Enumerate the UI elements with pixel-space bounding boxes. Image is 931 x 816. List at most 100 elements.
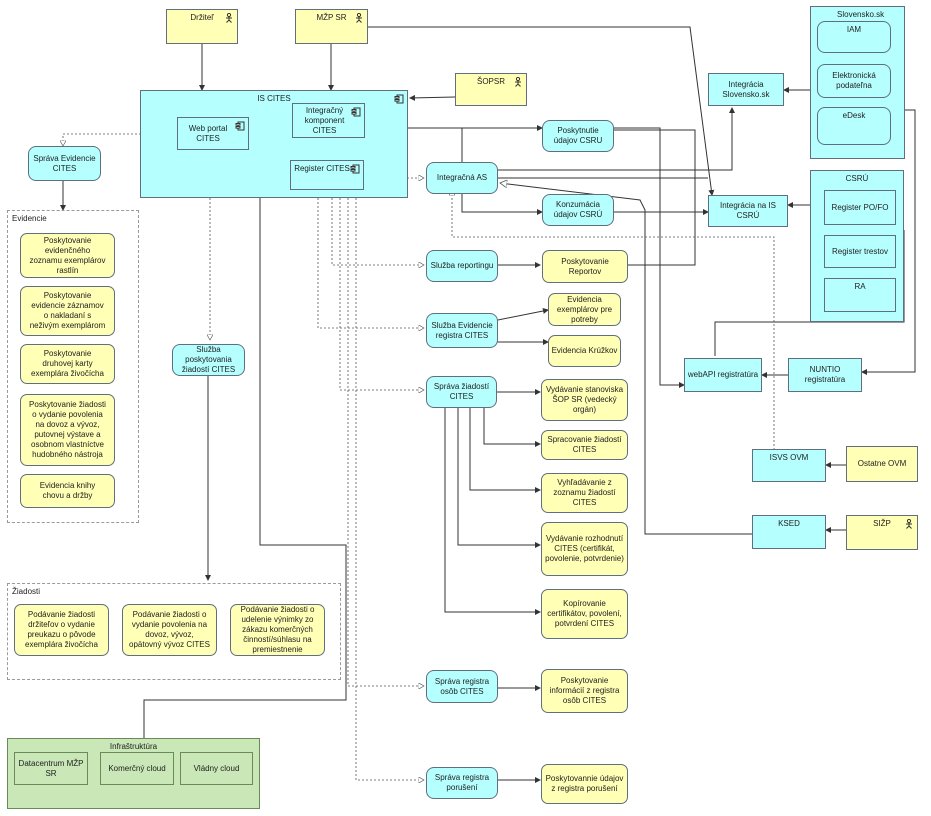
evidencie-item[interactable]: Poskytovanie evidenčného zoznamu exemplá…: [20, 233, 115, 278]
integracia-slovensko[interactable]: Integrácia Slovensko.sk: [708, 73, 784, 106]
evidencie-item-label: Poskytovanie druhovej karty exemplára ži…: [31, 349, 104, 378]
dwire-web-sprava: [63, 133, 177, 146]
ziadosti-item[interactable]: Podávanie žiadosti o udelenie výnimky zo…: [230, 604, 325, 656]
wire-slov-nuntio: [861, 109, 916, 375]
component-icon: [394, 94, 404, 104]
evidencia-kruzkov[interactable]: Evidencia Krúžkov: [548, 335, 621, 367]
integracia-csru-label: Integrácia na IS CSRÚ: [719, 201, 777, 220]
register-cites[interactable]: Register CITES: [290, 160, 364, 190]
sprava-ziadosti-cites[interactable]: Správa žiadostí CITES: [426, 376, 497, 408]
wire-csru-webapi: [714, 230, 905, 356]
ra-label: RA: [854, 282, 866, 291]
evidencia-kruzkov-label: Evidencia Krúžkov: [551, 346, 618, 355]
spracovanie-ziadosti-label: Spracovanie žiadostí CITES: [547, 435, 622, 454]
slovensko-title: Slovensko.sk: [837, 10, 885, 19]
podatelna-label: Elektronická podateľna: [832, 71, 876, 90]
component-icon: [350, 164, 360, 174]
webapi-registratura[interactable]: webAPI registratúra: [684, 358, 762, 392]
evidencie-item[interactable]: Poskytovanie žiadosti o vydanie povoleni…: [20, 394, 115, 466]
kopirovanie-label: Kopírovanie certifikátov, povolení, potv…: [547, 599, 622, 628]
slovensko-edesk[interactable]: eDesk: [817, 107, 891, 145]
infra-item-label: Datacentrum MŽP SR: [18, 758, 84, 778]
dwire-reg-ro: [347, 190, 424, 686]
sprava-registra-poruseni[interactable]: Správa registra porušení: [426, 767, 498, 799]
actor-sizp[interactable]: SIŽP: [846, 515, 918, 550]
actor-sopsr-label: ŠOPSR: [476, 77, 505, 86]
web-portal-cites[interactable]: Web portal CITES: [177, 117, 249, 150]
wire-infra: [143, 198, 347, 738]
wire-int-slovensko: [498, 107, 735, 171]
isvs-ovm[interactable]: ISVS OVM: [752, 449, 826, 482]
ksed[interactable]: KSED: [752, 515, 826, 549]
register-po-fo-label: Register PO/FO: [831, 202, 889, 212]
wire-ev-reg-1: [487, 308, 549, 323]
poskytovanie-udajov-poruseni[interactable]: Poskytovannie údajov z registra porušení: [541, 764, 628, 804]
sprava-evidencie-label: Správa Evidencie CITES: [33, 153, 96, 173]
vyhladavanie-ziadosti[interactable]: Vyhľadávanie z zoznamu žiadostí CITES: [541, 473, 628, 513]
evidencie-item-label: Poskytovanie evidencie záznamov o naklad…: [29, 291, 106, 330]
actor-icon: [904, 519, 914, 529]
evidencie-item[interactable]: Poskytovanie druhovej karty exemplára ži…: [20, 344, 115, 384]
dwire-reg-reporting: [331, 190, 424, 265]
wire-sz-4: [457, 400, 541, 548]
poskytnutie-udajov-csru[interactable]: Poskytnutie údajov CSRU: [542, 120, 614, 152]
slovensko-iam[interactable]: IAM: [817, 21, 891, 53]
infra-item[interactable]: Komerčný cloud: [100, 752, 174, 785]
vydavanie-rozhodnuti-label: Vydávanie rozhodnutí CITES (certifikát, …: [545, 534, 624, 563]
vydavanie-stanoviska-label: Vydávanie stanoviska ŠOP SR (vedecký org…: [545, 385, 624, 414]
vydavanie-rozhodnuti[interactable]: Vydávanie rozhodnutí CITES (certifikát, …: [541, 522, 628, 576]
konzumacia-label: Konzumácia údajov CSRÚ: [553, 200, 603, 219]
sprava-ziadosti-label: Správa žiadostí CITES: [433, 382, 490, 401]
ziadosti-item[interactable]: Podávanie žiadosti o vydanie povolenia n…: [122, 604, 217, 656]
component-icon: [235, 121, 245, 131]
kopirovanie-certifikatov[interactable]: Kopírovanie certifikátov, povolení, potv…: [541, 589, 628, 639]
nuntio-registratura[interactable]: NUNTIO registratúra: [788, 358, 862, 392]
slovensko-podatelna[interactable]: Elektronická podateľna: [817, 64, 891, 98]
wire-sz-5: [444, 400, 541, 615]
webapi-label: webAPI registratúra: [687, 370, 759, 379]
actor-sopsr[interactable]: ŠOPSR: [455, 73, 527, 106]
sluzba-reportingu[interactable]: Služba reportingu: [426, 250, 498, 282]
register-po-fo[interactable]: Register PO/FO: [824, 190, 896, 225]
ziadosti-item[interactable]: Podávanie žiadosti držiteľov o vydanie p…: [14, 604, 109, 656]
actor-mzp[interactable]: MŽP SR: [295, 9, 368, 44]
evidencia-exemplarov[interactable]: Evidencia exemplárov pre potreby: [548, 293, 621, 326]
integracia-is-csru[interactable]: Integrácia na IS CSRÚ: [708, 195, 788, 227]
actor-mzp-label: MŽP SR: [316, 13, 347, 22]
infra-item-label: Vládny cloud: [193, 763, 240, 773]
nuntio-label: NUNTIO registratúra: [804, 365, 846, 384]
wire-as-poskytnutie: [461, 125, 543, 162]
integracny-komponent[interactable]: Integračný komponent CITES: [292, 103, 365, 138]
konzumacia-udajov-csru[interactable]: Konzumácia údajov CSRÚ: [542, 194, 614, 226]
poskytovanie-informacii-osob[interactable]: Poskytovanie informácií z registra osôb …: [541, 669, 628, 713]
ziadosti-item-label: Podávanie žiadosti držiteľov o vydanie p…: [25, 610, 98, 649]
integracny-label: Integračný komponent CITES: [304, 105, 345, 135]
sprava-registra-osob[interactable]: Správa registra osôb CITES: [426, 670, 498, 703]
spracovanie-ziadosti[interactable]: Spracovanie žiadostí CITES: [541, 430, 628, 460]
poskytovanie-reportov[interactable]: Poskytovanie Reportov: [542, 250, 628, 283]
sprava-registra-poruseni-label: Správa registra porušení: [434, 773, 490, 792]
register-trestov[interactable]: Register trestov: [824, 235, 896, 268]
sprava-evidencie-cites[interactable]: Správa Evidencie CITES: [28, 146, 101, 181]
actor-drzitel[interactable]: Držiteľ: [166, 9, 238, 44]
vydavanie-stanoviska[interactable]: Vydávanie stanoviska ŠOP SR (vedecký org…: [541, 379, 628, 421]
dwire-reg-evreg: [317, 190, 424, 328]
wire-sz-3: [469, 400, 541, 493]
integracna-as[interactable]: Integračná AS: [426, 162, 498, 194]
wire-mzp-right: [368, 26, 715, 196]
evidencia-exemplarov-label: Evidencia exemplárov pre potreby: [556, 294, 613, 324]
register-trestov-label: Register trestov: [831, 246, 889, 256]
infra-item[interactable]: Datacentrum MŽP SR: [14, 752, 88, 785]
evidencie-item[interactable]: Poskytovanie evidencie záznamov o naklad…: [20, 286, 115, 336]
register-ra[interactable]: RA: [824, 278, 896, 312]
evidencie-item[interactable]: Evidencia knihy chovu a držby: [20, 474, 115, 508]
sluzba-reportingu-label: Služba reportingu: [430, 261, 494, 270]
sluzba-poskytovania-ziadosti[interactable]: Služba poskytovania žiadostí CITES: [172, 344, 245, 376]
evidencie-item-label: Poskytovanie evidenčného zoznamu exemplá…: [29, 235, 106, 275]
component-icon: [351, 107, 361, 117]
sluzba-evidencie-registra[interactable]: Služba Evidencie registra CITES: [426, 313, 498, 348]
infra-item[interactable]: Vládny cloud: [180, 752, 253, 785]
poskytovanie-informacii-label: Poskytovanie informácií z registra osôb …: [549, 676, 620, 705]
actor-ostatne-ovm[interactable]: Ostatne OVM: [846, 446, 918, 482]
